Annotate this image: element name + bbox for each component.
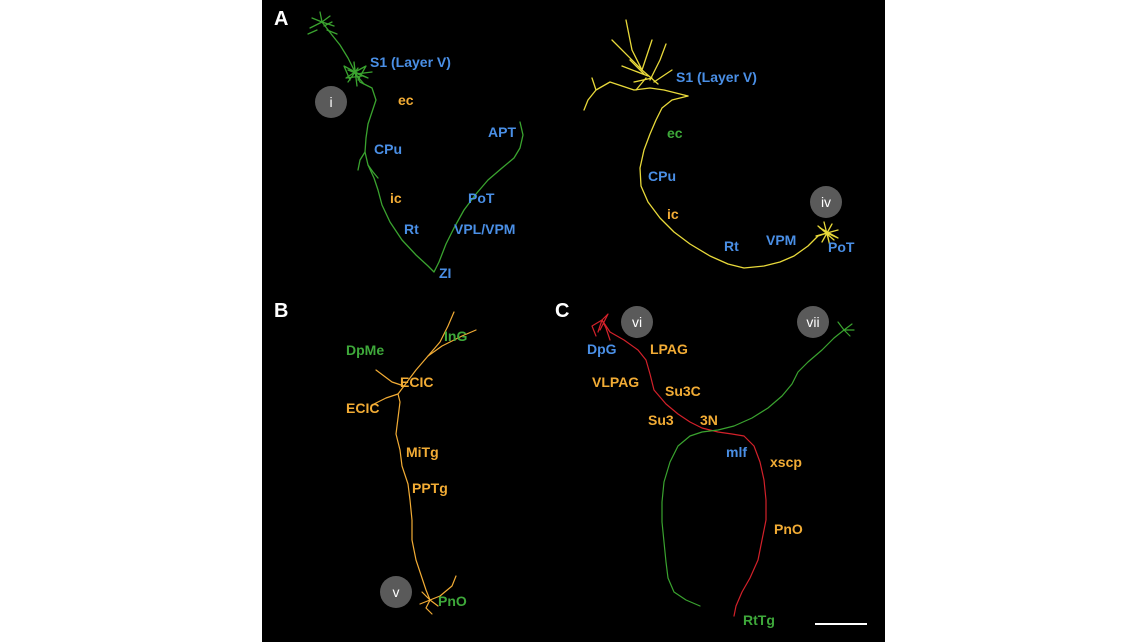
label-pot: PoT bbox=[828, 239, 855, 255]
label-mlf: mlf bbox=[726, 444, 747, 460]
label-zi: ZI bbox=[439, 265, 452, 281]
label-su3: Su3 bbox=[648, 412, 674, 428]
label-ec: ec bbox=[667, 125, 683, 141]
label-pno: PnO bbox=[774, 521, 803, 537]
badge-v: v bbox=[380, 576, 412, 608]
label-cpu: CPu bbox=[374, 141, 402, 157]
label-s1-layer-v: S1 (Layer V) bbox=[676, 69, 757, 85]
badge-vii: vii bbox=[797, 306, 829, 338]
label-cpu: CPu bbox=[648, 168, 676, 184]
label-pno: PnO bbox=[438, 593, 467, 609]
label-rt: Rt bbox=[404, 221, 419, 237]
label-ecic: ECIC bbox=[400, 374, 434, 390]
badge-i: i bbox=[315, 86, 347, 118]
neuron-tracing-diagram bbox=[307, 11, 855, 617]
label-ic: ic bbox=[667, 206, 679, 222]
neuron-a1-green bbox=[307, 11, 524, 273]
label-xscp: xscp bbox=[770, 454, 802, 470]
label-s1-layer-v: S1 (Layer V) bbox=[370, 54, 451, 70]
scale-bar bbox=[815, 623, 867, 625]
label-ic: ic bbox=[390, 190, 402, 206]
figure-panel: A B C i iv v vi vii S1 (Layer V) ec CPu … bbox=[262, 0, 885, 642]
badge-iv: iv bbox=[810, 186, 842, 218]
label-3n: 3N bbox=[700, 412, 718, 428]
label-apt: APT bbox=[488, 124, 516, 140]
panel-label-a: A bbox=[274, 8, 289, 30]
label-vpl-vpm: VPL/VPM bbox=[454, 221, 516, 237]
label-mitg: MiTg bbox=[406, 444, 439, 460]
label-ing: InG bbox=[444, 328, 468, 344]
label-pot: PoT bbox=[468, 190, 495, 206]
label-rt: Rt bbox=[724, 238, 739, 254]
label-rttg: RtTg bbox=[743, 612, 775, 628]
panel-label-c: C bbox=[555, 300, 570, 322]
badge-vi: vi bbox=[621, 306, 653, 338]
label-su3c: Su3C bbox=[665, 383, 701, 399]
label-vpm: VPM bbox=[766, 232, 797, 248]
label-ecic: ECIC bbox=[346, 400, 380, 416]
label-vlpag: VLPAG bbox=[592, 374, 640, 390]
label-ec: ec bbox=[398, 92, 414, 108]
label-lpag: LPAG bbox=[650, 341, 688, 357]
neuron-c-green bbox=[661, 321, 855, 607]
label-dpme: DpMe bbox=[346, 342, 385, 358]
neuron-a2-yellow bbox=[583, 19, 839, 269]
neuron-b-orange bbox=[373, 311, 477, 615]
label-pptg: PPTg bbox=[412, 480, 448, 496]
panel-label-b: B bbox=[274, 300, 289, 322]
label-dpg: DpG bbox=[587, 341, 617, 357]
neuron-c-red bbox=[591, 313, 767, 617]
